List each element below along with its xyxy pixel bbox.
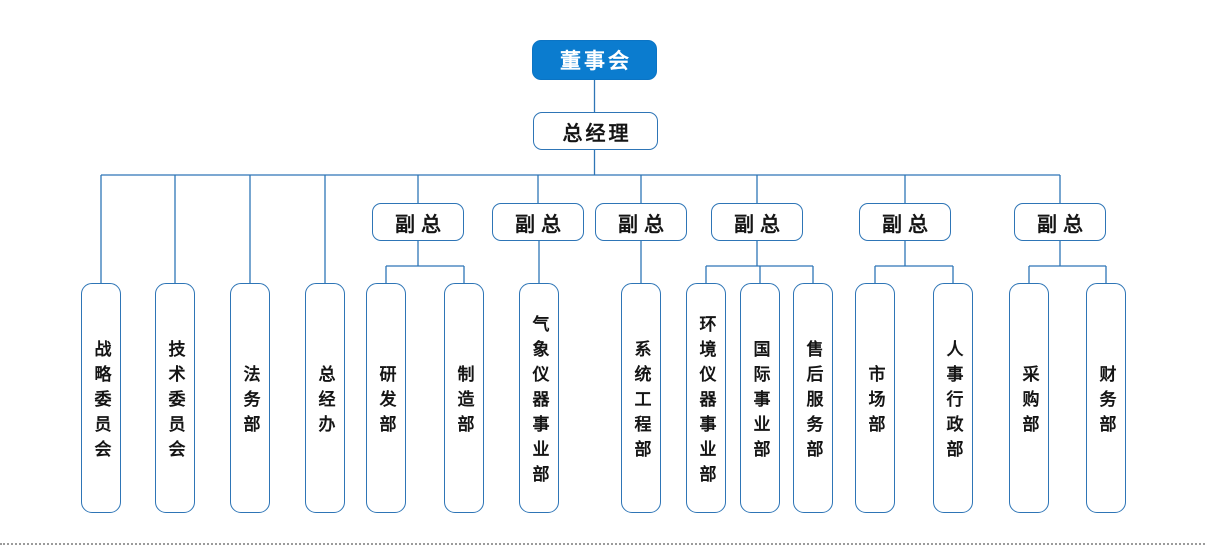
dept-label: 技术委员会 — [165, 339, 185, 465]
edge-vp6-children — [1028, 241, 1107, 283]
node-dept-international-business: 国际事业部 — [740, 283, 780, 513]
node-vp-2-label: 副总 — [515, 213, 567, 236]
dept-label: 采购部 — [1019, 364, 1039, 440]
node-dept-strategy-committee: 战略委员会 — [81, 283, 121, 513]
connector-group — [100, 80, 1107, 283]
node-general-manager-label: 总经理 — [562, 122, 632, 145]
node-vp-2: 副总 — [492, 203, 584, 241]
node-dept-technology-committee: 技术委员会 — [155, 283, 195, 513]
node-dept-environmental-instruments-bu: 环境仪器事业部 — [686, 283, 726, 513]
node-dept-marketing: 市场部 — [855, 283, 895, 513]
page-margin-dotted-line — [0, 543, 1205, 545]
node-vp-1-label: 副总 — [395, 213, 447, 236]
node-dept-meteorological-instruments-bu: 气象仪器事业部 — [519, 283, 559, 513]
dept-label: 国际事业部 — [750, 339, 770, 465]
dept-label: 战略委员会 — [91, 339, 111, 465]
node-dept-gm-office: 总经办 — [305, 283, 345, 513]
dept-label: 系统工程部 — [631, 339, 651, 465]
dept-label: 制造部 — [454, 364, 474, 440]
node-vp-4: 副总 — [711, 203, 803, 241]
node-vp-6-label: 副总 — [1037, 213, 1089, 236]
dept-label: 财务部 — [1096, 364, 1116, 440]
node-dept-procurement: 采购部 — [1009, 283, 1049, 513]
dept-label: 环境仪器事业部 — [696, 314, 716, 490]
edge-vp1-children — [385, 241, 465, 283]
node-dept-legal: 法务部 — [230, 283, 270, 513]
node-dept-manufacturing: 制造部 — [444, 283, 484, 513]
node-vp-6: 副总 — [1014, 203, 1106, 241]
node-board-of-directors: 董事会 — [532, 40, 657, 80]
dept-label: 气象仪器事业部 — [529, 314, 549, 490]
edge-vp5-children — [874, 241, 954, 283]
node-dept-after-sales-service: 售后服务部 — [793, 283, 833, 513]
node-vp-3-label: 副总 — [618, 213, 670, 236]
node-vp-3: 副总 — [595, 203, 687, 241]
node-dept-hr-admin: 人事行政部 — [933, 283, 973, 513]
edge-vp4-children — [705, 241, 814, 283]
node-vp-1: 副总 — [372, 203, 464, 241]
node-general-manager: 总经理 — [533, 112, 658, 150]
dept-label: 市场部 — [865, 364, 885, 440]
dept-label: 研发部 — [376, 364, 396, 440]
node-vp-5-label: 副总 — [882, 213, 934, 236]
node-dept-rd: 研发部 — [366, 283, 406, 513]
dept-label: 总经办 — [315, 364, 335, 440]
node-dept-system-engineering: 系统工程部 — [621, 283, 661, 513]
node-vp-4-label: 副总 — [734, 213, 786, 236]
dept-label: 法务部 — [240, 364, 260, 440]
dept-label: 人事行政部 — [943, 339, 963, 465]
node-vp-5: 副总 — [859, 203, 951, 241]
dept-label: 售后服务部 — [803, 339, 823, 465]
node-board-label: 董事会 — [560, 49, 632, 73]
node-dept-finance: 财务部 — [1086, 283, 1126, 513]
